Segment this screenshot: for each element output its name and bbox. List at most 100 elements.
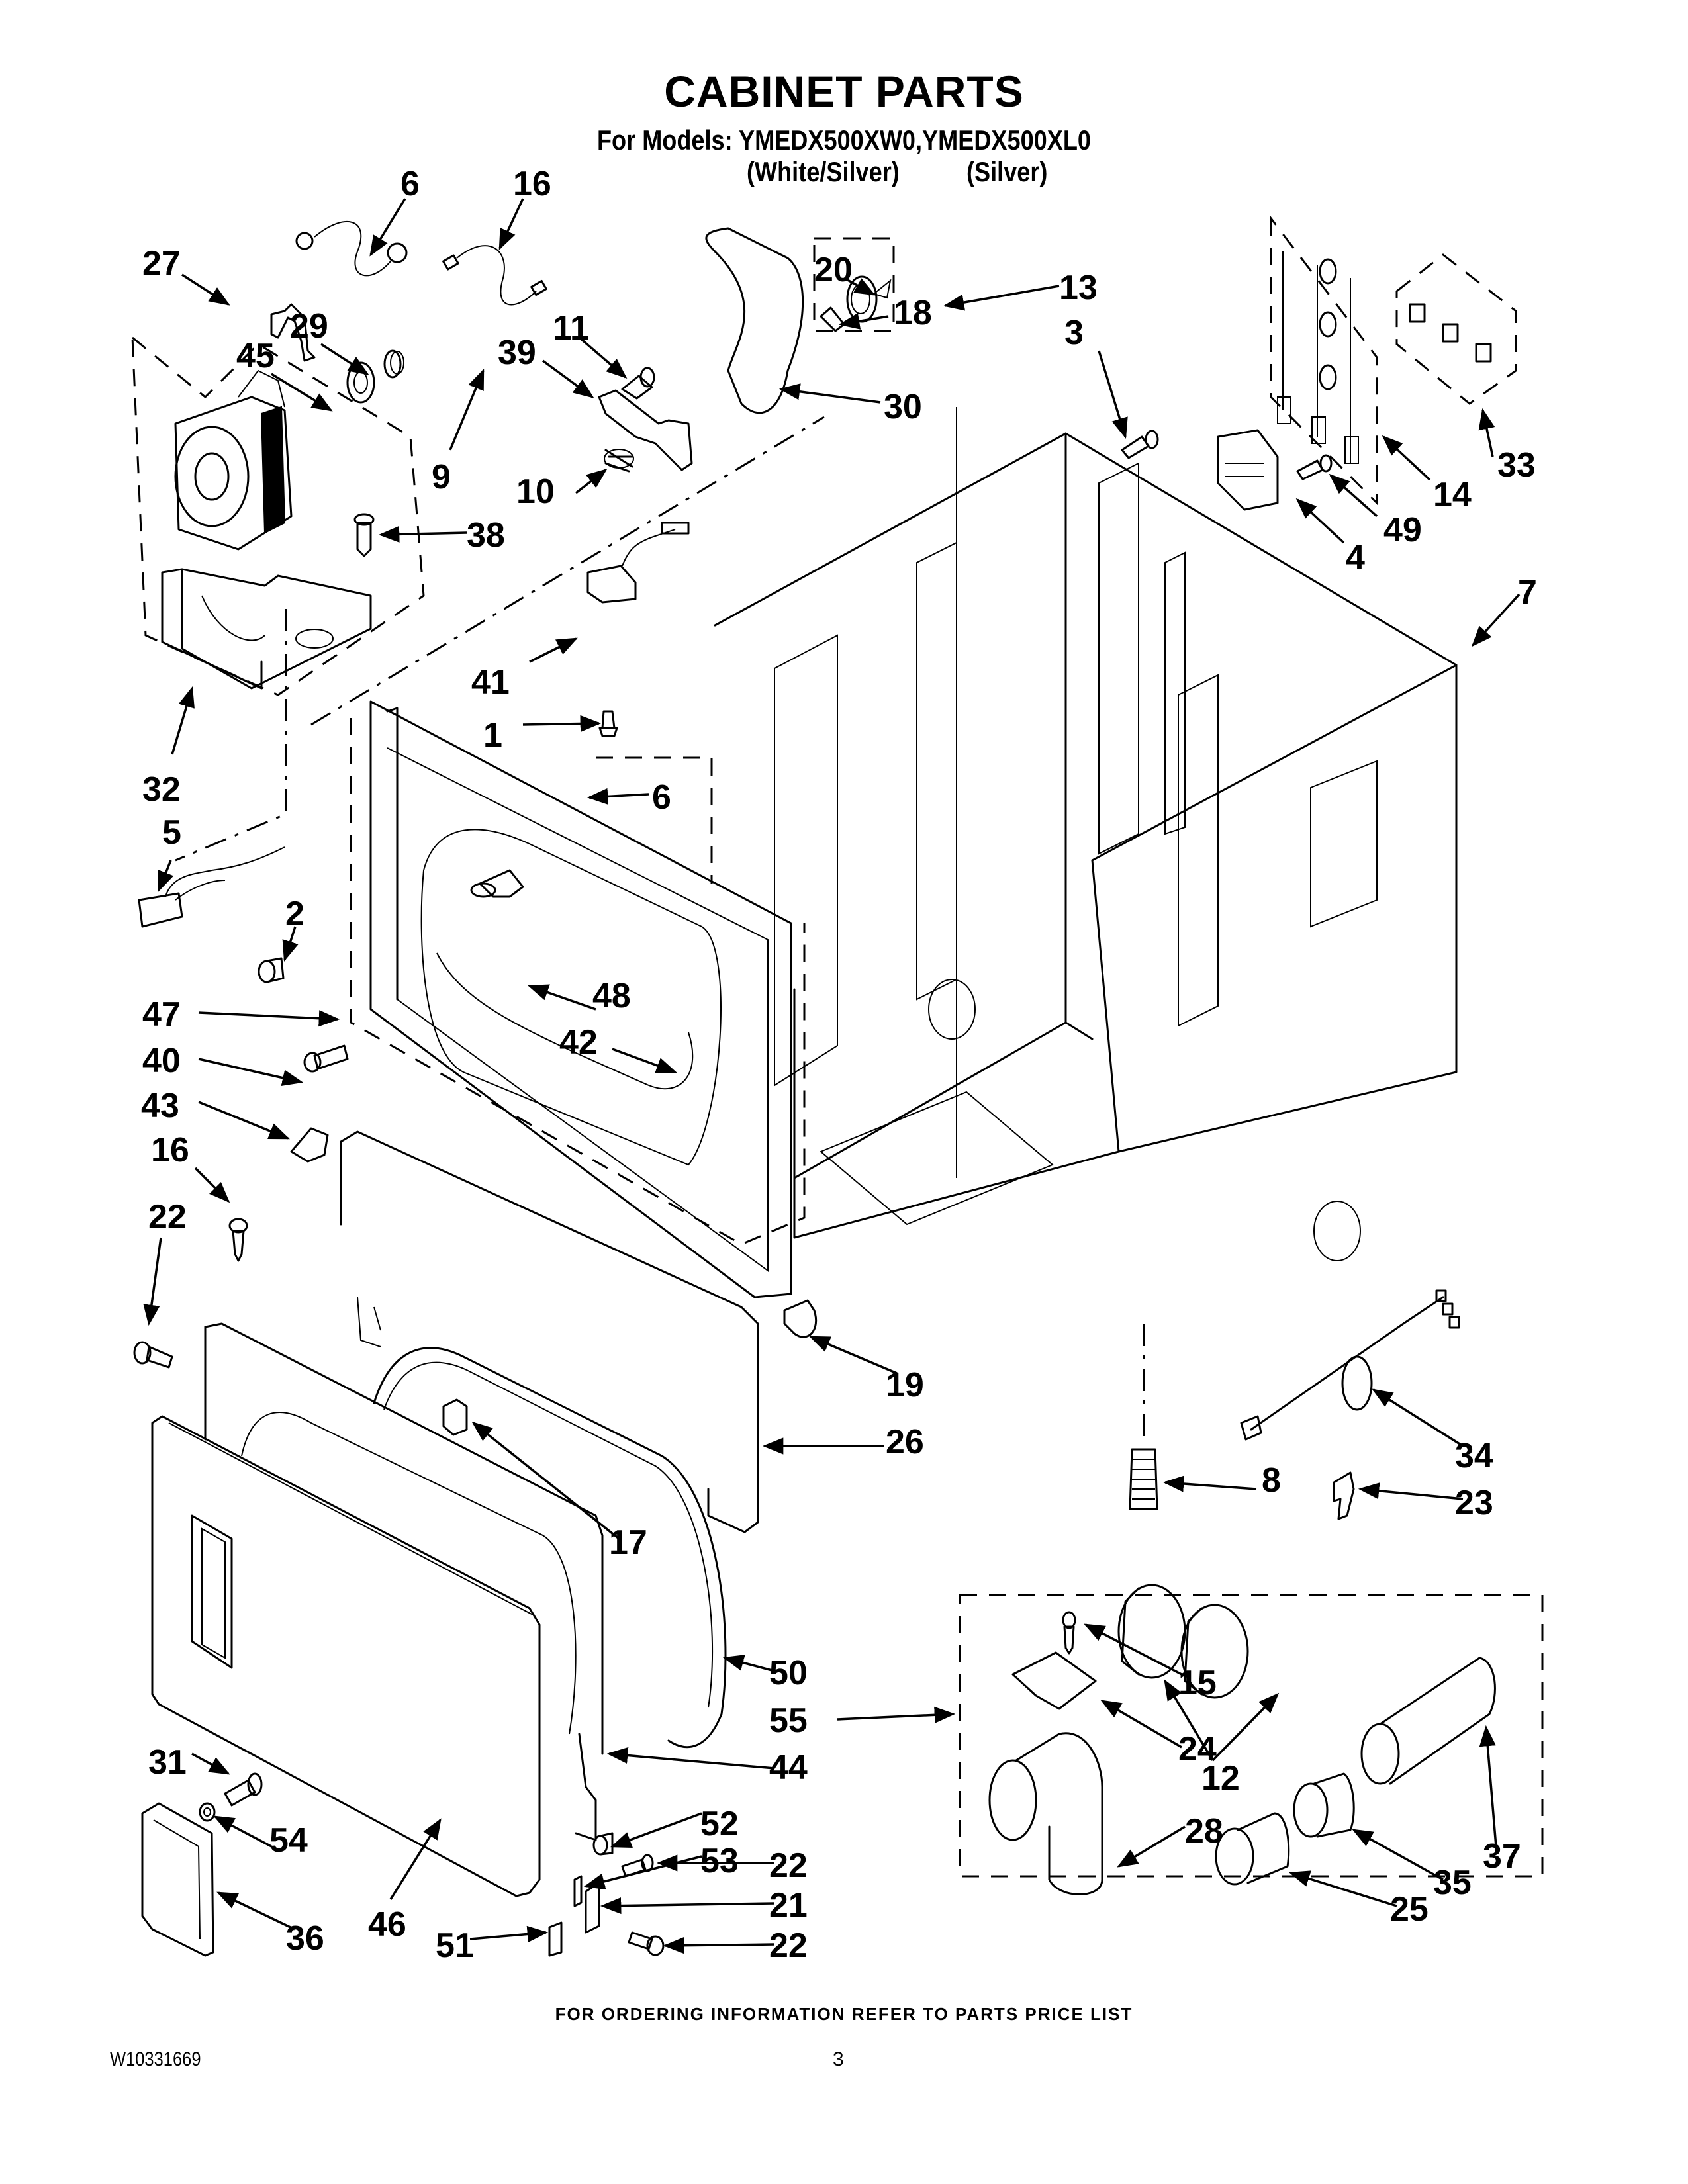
motor-pulley-part [383,349,404,379]
callout-32: 32 [142,770,181,809]
callout-44: 44 [769,1749,808,1787]
callout-5: 5 [162,813,181,852]
ground-harness-part [295,221,408,277]
shim-53-part [573,1875,583,1907]
callout-25: 25 [1390,1890,1429,1929]
door-switch-part [586,522,690,604]
callout-22a: 22 [148,1198,187,1236]
callout-1: 1 [483,716,502,754]
callout-26: 26 [886,1423,924,1461]
callout-8: 8 [1262,1461,1281,1500]
callout-21: 21 [769,1886,808,1925]
clamp-25-part [1215,1812,1290,1886]
idler-spring-part [604,449,634,473]
callout-12: 12 [1201,1759,1240,1797]
washer-54-part [199,1802,216,1822]
callout-53: 53 [700,1842,739,1880]
callout-10: 10 [516,473,555,511]
callout-16a: 16 [513,165,551,203]
screw-3-part [1121,430,1159,459]
callout-9: 9 [432,458,451,496]
callout-51: 51 [436,1927,474,1965]
callout-55: 55 [769,1702,808,1740]
callout-18: 18 [894,294,932,332]
callout-40: 40 [142,1042,181,1080]
callout-34: 34 [1455,1437,1493,1475]
wire-harness-part [442,245,547,306]
leveling-leg-part [1129,1448,1158,1510]
callout-22c: 22 [769,1927,808,1965]
callout-50: 50 [769,1654,808,1692]
callout-17: 17 [609,1524,647,1562]
plate-51-part [548,1921,563,1957]
motor-mount-part [161,568,372,690]
door-seal-part [373,1347,727,1749]
terminal-block-kit-boundary [1395,253,1517,405]
screw-22-upper-part [133,1341,173,1369]
screw-15-part [1062,1611,1076,1655]
screw-1-part [598,710,618,737]
callout-3: 3 [1064,314,1084,352]
elbow-28-part [988,1732,1103,1895]
callout-13: 13 [1059,269,1098,307]
toe-panel-part [340,1130,759,1533]
cabinet-part [714,432,1458,1261]
bumper-part [258,957,285,983]
callout-15: 15 [1178,1664,1217,1702]
exhaust-hood-part [1117,1584,1249,1699]
callout-54: 54 [269,1821,308,1860]
screw-16-part [228,1218,248,1262]
front-panel-seal-boundary [596,756,713,884]
motor-clamp-part [270,303,316,362]
front-panel-part [369,700,792,1298]
front-panel-boundary [350,718,806,1246]
callout-36: 36 [286,1919,324,1958]
door-assembly-part [151,1415,541,1897]
callout-39: 39 [498,334,536,372]
terminal-clips-part [1409,303,1492,363]
screw-11-part [621,367,655,400]
page-number: 3 [833,2048,844,2070]
callout-45: 45 [236,337,275,375]
door-catch-part [442,1398,468,1436]
callout-49: 49 [1383,511,1422,549]
terminal-block-part [1217,429,1279,511]
callout-4: 4 [1346,539,1365,577]
motor-part [174,369,293,551]
document-number: W10331669 [110,2048,201,2070]
callout-7: 7 [1518,573,1537,612]
screw-49-part [1296,454,1333,480]
power-cord-kit-boundary [1270,215,1378,506]
lamp-socket-part [470,869,524,898]
connector-35-part [1293,1772,1355,1838]
idler-bracket-part [598,389,693,471]
callout-31: 31 [148,1743,187,1782]
sensor-harness-part [138,846,285,928]
variant-silver: (Silver) [966,156,1048,187]
terminal-lugs-part [1277,251,1359,464]
leader-lines [143,198,1521,1954]
idler-clip-part [820,306,845,332]
hinge-plate-21-part [585,1882,600,1934]
callout-35: 35 [1433,1864,1472,1902]
callout-52: 52 [700,1805,739,1843]
clamp-23-part [1333,1471,1355,1520]
callout-43: 43 [141,1087,179,1125]
callout-14: 14 [1433,476,1472,514]
page-title: CABINET PARTS [664,67,1024,116]
assembly-line [175,609,287,862]
callout-27: 27 [142,244,181,283]
callout-20: 20 [814,251,853,289]
screw-22-lower-part [628,1931,665,1956]
callout-42: 42 [559,1023,598,1062]
clip-43-part [290,1127,329,1163]
door-handle-part [141,1802,214,1957]
callout-24: 24 [1178,1730,1217,1768]
callout-labels: 6 16 27 29 45 39 11 9 10 38 30 20 18 13 … [141,165,1537,1965]
power-cord-part [1240,1289,1460,1441]
callout-38: 38 [467,516,505,555]
callout-30: 30 [884,388,922,426]
screw-40-part [303,1044,349,1073]
clip-19-part [783,1299,818,1338]
